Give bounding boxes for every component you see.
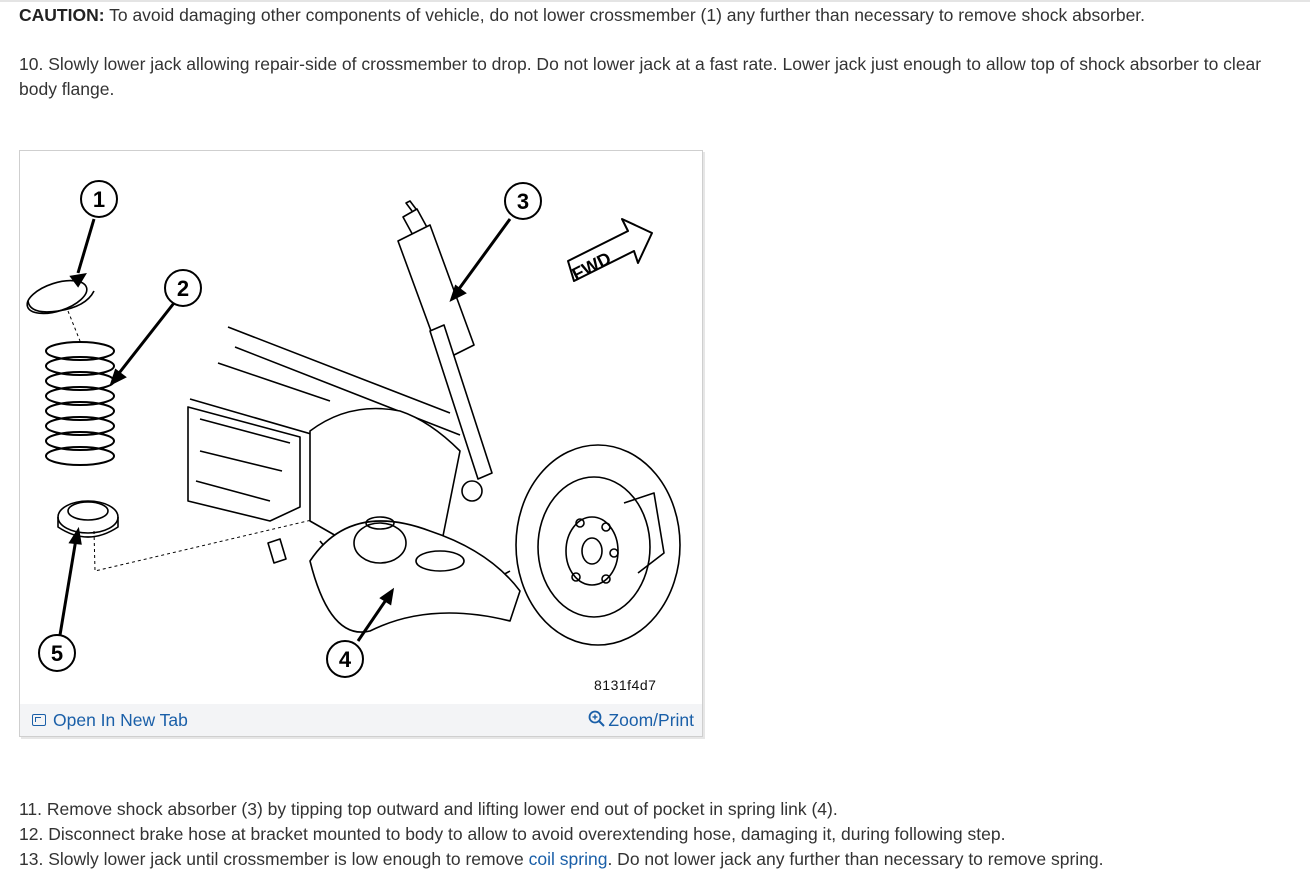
step-10-text: 10. Slowly lower jack allowing repair-si… — [19, 54, 1262, 99]
callout-2: 2 — [177, 276, 189, 301]
step-11-text: 11. Remove shock absorber (3) by tipping… — [19, 799, 838, 819]
suspension-diagram[interactable]: FWD 1 2 3 4 5 — [20, 151, 702, 703]
coil-spring-link[interactable]: coil spring — [528, 849, 608, 869]
steps-list: 11. Remove shock absorber (3) by tipping… — [19, 797, 1104, 872]
callout-3: 3 — [517, 189, 529, 214]
callout-4: 4 — [339, 647, 352, 672]
step-13: 13. Slowly lower jack until crossmember … — [19, 847, 1104, 872]
zoom-print-label: Zoom/Print — [608, 710, 694, 730]
open-in-new-tab-link[interactable]: Open In New Tab — [32, 710, 188, 731]
figure-panel: FWD 1 2 3 4 5 8131f4d7 Open In New Tab — [19, 150, 703, 737]
open-tab-label: Open In New Tab — [53, 710, 188, 730]
figure-id: 8131f4d7 — [594, 677, 657, 693]
callout-1: 1 — [93, 187, 105, 212]
caution-text: To avoid damaging other components of ve… — [104, 5, 1146, 25]
step-13-text-end: . Do not lower jack any further than nec… — [607, 849, 1104, 869]
open-tab-icon — [32, 714, 46, 726]
step-12-text: 12. Disconnect brake hose at bracket mou… — [19, 824, 1006, 844]
figure-toolbar: Open In New Tab Zoom/Print — [20, 704, 702, 736]
step-13-text-start: 13. Slowly lower jack until crossmember … — [19, 849, 529, 869]
caution-note: CAUTION: To avoid damaging other compone… — [19, 4, 1145, 26]
zoom-print-link[interactable]: Zoom/Print — [588, 710, 694, 731]
callout-5: 5 — [51, 641, 63, 666]
top-divider — [0, 0, 1310, 2]
caution-label: CAUTION: — [19, 5, 105, 25]
zoom-icon — [589, 710, 606, 727]
